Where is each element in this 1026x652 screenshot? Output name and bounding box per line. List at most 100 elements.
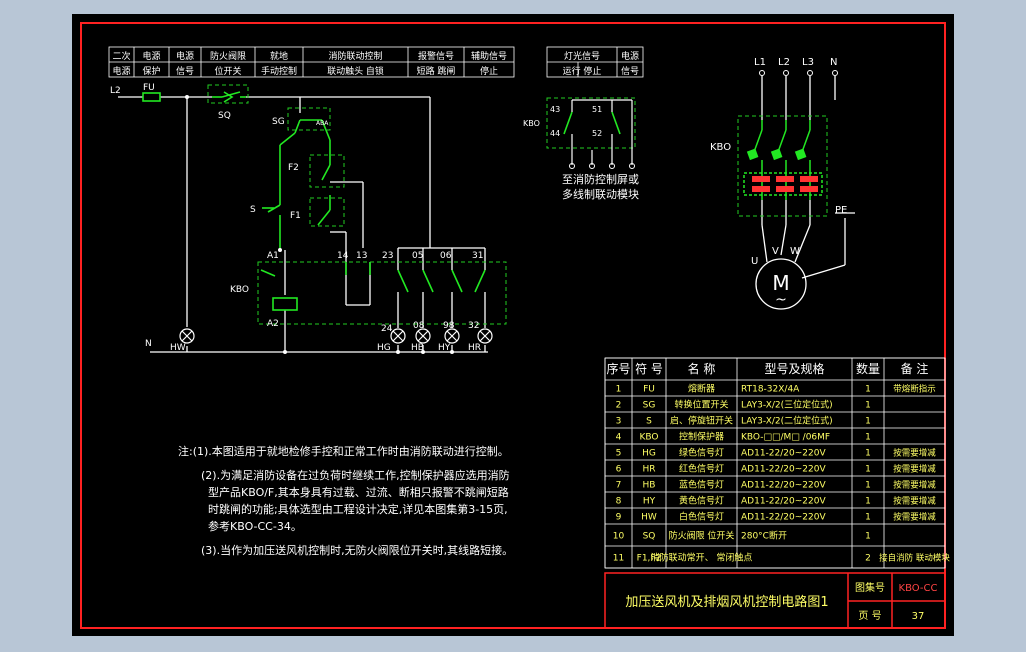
contact-43: 43 [550, 105, 560, 114]
motor [755, 258, 807, 310]
table-cell: 蓝色信号灯 [679, 479, 724, 491]
contact-44: 44 [550, 129, 560, 138]
table-cell: LAY3-X/2(三位定位式) [741, 399, 833, 411]
header-label: 联动触头 自锁 [327, 65, 384, 77]
contact-51: 51 [592, 105, 602, 114]
contact-52: 52 [592, 129, 602, 138]
atlas-label: 图集号 [855, 581, 885, 594]
note-line-4: 时跳闸的功能;具体选型由工程设计决定,详见本图集第3-15页, [208, 502, 508, 516]
motor-w: W [790, 246, 800, 257]
header-label: 二次 [112, 50, 130, 62]
term-05: 05 [412, 251, 423, 261]
label-s: S [250, 205, 256, 215]
label-sg-pos: ABA [316, 120, 329, 127]
header-label: 短路 跳闸 [417, 65, 456, 77]
table-cell: HY [643, 497, 656, 507]
table-cell: 接自消防 联动模块 [879, 553, 950, 564]
header-label: 就地 [270, 50, 288, 62]
table-cell: 3 [616, 417, 622, 427]
table-header-cell: 符 号 [635, 361, 663, 376]
header-label: 防火阀限 [210, 50, 246, 62]
title-block: 加压送风机及排烟风机控制电路图1 图集号 KBO-CC 页 号 37 [604, 572, 946, 629]
label-a2: A2 [267, 319, 279, 329]
header-label: 消防联动控制 [328, 50, 382, 62]
label-n: N [145, 339, 152, 349]
atlas-value: KBO-CC [899, 583, 938, 594]
note-line-1: 注:(1).本图适用于就地检修手控和正常工作时由消防联动进行控制。 [178, 444, 509, 458]
table-cell: 1 [865, 449, 871, 459]
table-header-cell: 序号 [606, 361, 630, 376]
header-label: 手动控制 [261, 65, 297, 77]
term-14: 14 [337, 251, 349, 261]
table-cell: HW [641, 513, 657, 523]
table-header-cell: 型号及规格 [764, 361, 824, 376]
label-f1: F1 [290, 211, 301, 221]
table-cell: 绿色信号灯 [679, 447, 724, 459]
table-cell: 带熔断指示 [893, 384, 936, 395]
sig-kbo-label: KBO [523, 119, 540, 128]
label-sg: SG [272, 117, 285, 127]
lamp-hw [179, 328, 195, 344]
table-cell: 1 [865, 532, 871, 542]
term-98: 98 [443, 321, 455, 331]
function-header [108, 46, 515, 78]
table-header-cell: 名 称 [688, 361, 716, 376]
table-cell: 7 [616, 481, 622, 491]
lamp-hy [444, 328, 460, 344]
table-cell: AD11-22/20~220V [741, 481, 826, 491]
table-cell: F1,F2 [637, 554, 662, 564]
label-sq: SQ [218, 111, 231, 121]
label-a1: A1 [267, 251, 279, 261]
notes: 注:(1).本图适用于就地检修手控和正常工作时由消防联动进行控制。 (2).为满… [178, 444, 513, 557]
table-cell: SG [643, 401, 656, 411]
table-cell: 按需要增减 [893, 464, 936, 475]
table-cell: 2 [865, 554, 871, 564]
table-cell: 1 [865, 385, 871, 395]
table-cell: 1 [865, 417, 871, 427]
kbo-coil [272, 297, 298, 311]
control-components [142, 91, 486, 311]
table-cell: 1 [865, 465, 871, 475]
table-cell: 11 [613, 554, 624, 564]
note-line-3: 型产品KBO/F,其本身具有过载、过流、断相只报警不跳闸短路 [208, 485, 509, 499]
power-circuit: L1 L2 L3 N KBO PE U V W M [710, 57, 855, 310]
table-cell: HB [643, 481, 656, 491]
table-cell: KBO [639, 433, 658, 443]
table-cell: HG [642, 449, 656, 459]
motor-v: V [772, 246, 779, 257]
table-cell: RT18-32X/4A [741, 385, 800, 395]
header-label: 辅助信号 [471, 50, 507, 62]
lamp-hb [415, 328, 431, 344]
drawing-canvas [72, 14, 954, 636]
signal-header-label: 电源 [621, 50, 639, 62]
header-label: 电源 [112, 65, 130, 77]
term-32: 32 [468, 321, 479, 331]
table-cell: 1 [865, 497, 871, 507]
label-fu: FU [143, 83, 155, 93]
table-cell: 熔断器 [688, 383, 715, 395]
page-label: 页 号 [858, 610, 881, 622]
header-label: 电源 [142, 50, 160, 62]
power-kbo-label: KBO [710, 142, 731, 153]
indicator-lamps [179, 328, 493, 344]
table-cell: 5 [616, 449, 622, 459]
table-cell: 防火阀限 位开关 [669, 530, 735, 542]
table-cell: AD11-22/20~220V [741, 497, 826, 507]
kbo-main-box [737, 115, 828, 217]
table-cell: 10 [613, 532, 625, 542]
table-header-cell: 备 注 [901, 361, 929, 376]
table-cell: 1 [616, 385, 622, 395]
control-dashed-boxes [207, 84, 507, 325]
label-hg: HG [377, 343, 391, 353]
to-panel-line2: 多线制联动模块 [562, 187, 639, 201]
table-cell: 按需要增减 [893, 480, 936, 491]
label-hw: HW [170, 343, 186, 353]
term-23: 23 [382, 251, 393, 261]
motor-m-label: M [772, 271, 789, 295]
term-24: 24 [381, 324, 393, 334]
header-label: 保护 [142, 65, 160, 77]
motor-tilde: ~ [775, 292, 787, 308]
